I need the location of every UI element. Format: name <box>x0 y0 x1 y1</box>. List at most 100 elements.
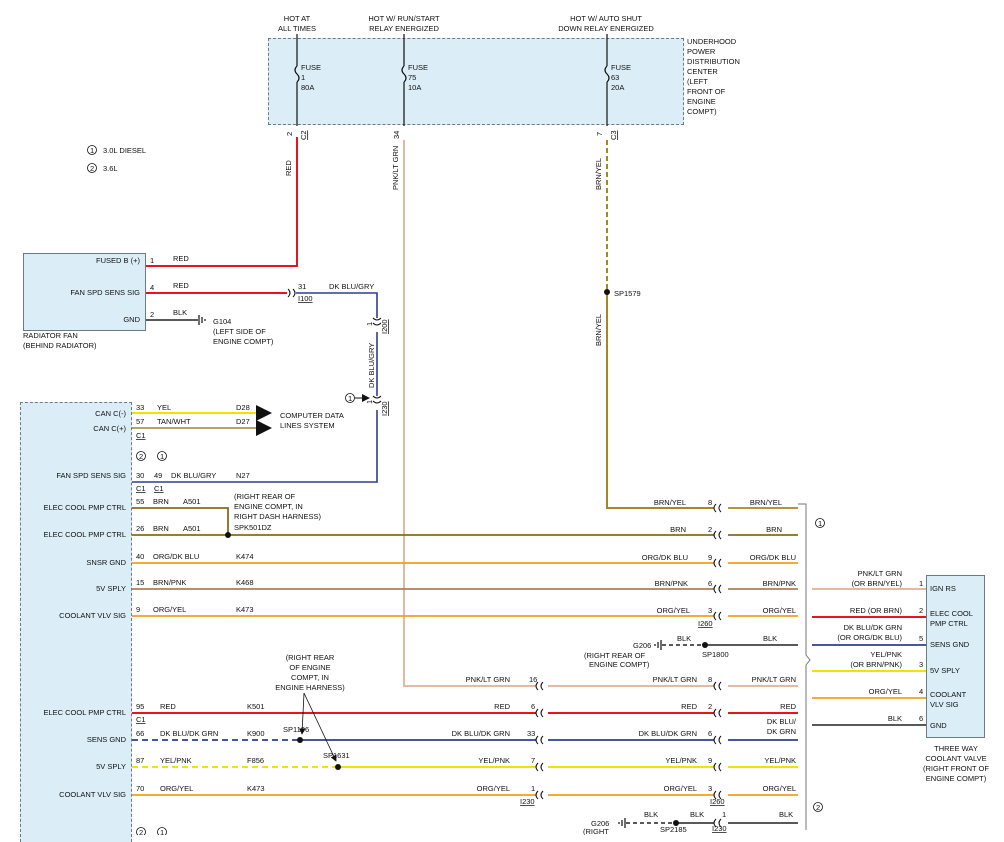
svg-text:C1: C1 <box>136 484 146 493</box>
svg-text:GND: GND <box>123 315 140 324</box>
svg-text:2: 2 <box>919 606 923 615</box>
svg-text:ORG/YEL: ORG/YEL <box>153 605 186 614</box>
svg-text:1: 1 <box>531 784 535 793</box>
svg-text:(RIGHT REAR: (RIGHT REAR <box>286 653 335 662</box>
svg-text:COMPUTER DATA: COMPUTER DATA <box>280 411 344 420</box>
svg-text:SP2185: SP2185 <box>660 825 687 834</box>
svg-text:K473: K473 <box>247 784 265 793</box>
svg-text:F856: F856 <box>247 756 264 765</box>
svg-text:40: 40 <box>136 552 144 561</box>
svg-text:FUSED B (+): FUSED B (+) <box>96 256 140 265</box>
fuse-labels: FUSE 1 80A FUSE 75 10A FUSE 63 20A <box>301 63 631 92</box>
svg-text:(RIGHT REAR OF: (RIGHT REAR OF <box>584 651 646 660</box>
svg-text:THREE WAY: THREE WAY <box>934 744 978 753</box>
svg-text:YEL: YEL <box>157 403 171 412</box>
svg-text:BLK: BLK <box>888 714 902 723</box>
svg-text:TAN/WHT: TAN/WHT <box>157 417 191 426</box>
svg-text:6: 6 <box>708 579 712 588</box>
svg-text:BRN/YEL: BRN/YEL <box>654 498 686 507</box>
hot1-line1: HOT AT <box>284 14 311 23</box>
svg-text:10A: 10A <box>408 83 421 92</box>
svg-text:COOLANT VALVE: COOLANT VALVE <box>925 754 986 763</box>
svg-text:SP1579: SP1579 <box>614 289 641 298</box>
wire-dkblu-top <box>296 292 378 318</box>
splice-dots <box>225 289 708 826</box>
svg-text:C1: C1 <box>136 715 146 724</box>
svg-text:BLK: BLK <box>644 810 658 819</box>
svg-text:DK BLU/DK GRN: DK BLU/DK GRN <box>160 729 218 738</box>
svg-text:YEL/PNK: YEL/PNK <box>870 650 902 659</box>
svg-text:ENGINE COMPT): ENGINE COMPT) <box>589 660 650 669</box>
svg-text:SENS GND: SENS GND <box>930 640 970 649</box>
svg-text:33: 33 <box>136 403 144 412</box>
radiator-fan-box <box>23 253 146 331</box>
svg-text:G206: G206 <box>633 641 651 650</box>
svg-text:1: 1 <box>365 400 374 404</box>
svg-text:ORG/DK BLU: ORG/DK BLU <box>642 553 688 562</box>
svg-text:DK BLU/GRY: DK BLU/GRY <box>171 471 216 480</box>
svg-text:DK BLU/: DK BLU/ <box>767 717 797 726</box>
svg-text:5V SPLY: 5V SPLY <box>96 584 126 593</box>
svg-text:G206: G206 <box>591 819 609 828</box>
svg-text:GND: GND <box>930 721 947 730</box>
svg-text:(OR ORG/DK BLU): (OR ORG/DK BLU) <box>837 633 902 642</box>
svg-text:DK BLU/GRY: DK BLU/GRY <box>367 343 376 388</box>
svg-text:5V SPLY: 5V SPLY <box>930 666 960 675</box>
svg-text:BLK: BLK <box>677 634 691 643</box>
svg-text:1: 1 <box>301 73 305 82</box>
svg-text:8: 8 <box>708 675 712 684</box>
svg-text:ENGINE: ENGINE <box>687 97 716 106</box>
svg-text:1: 1 <box>90 146 94 155</box>
svg-text:2: 2 <box>708 702 712 711</box>
svg-text:A501: A501 <box>183 524 201 533</box>
svg-text:RED: RED <box>173 254 189 263</box>
svg-text:4: 4 <box>150 283 154 292</box>
svg-text:CENTER: CENTER <box>687 67 718 76</box>
pdc-label: UNDERHOOD POWER DISTRIBUTION CENTER (LEF… <box>687 37 740 116</box>
hot2-line2: RELAY ENERGIZED <box>369 24 439 33</box>
lower-labels: PNK/LT GRN 16 RED 6 DK BLU/DK GRN 33 YEL… <box>275 653 823 835</box>
svg-text:2: 2 <box>150 310 154 319</box>
svg-text:VLV SIG: VLV SIG <box>930 700 959 709</box>
svg-text:G104: G104 <box>213 317 231 326</box>
pdc-bus <box>294 34 610 126</box>
svg-text:9: 9 <box>708 553 712 562</box>
svg-text:57: 57 <box>136 417 144 426</box>
wire-brn-55 <box>132 507 229 535</box>
svg-text:87: 87 <box>136 756 144 765</box>
svg-text:6: 6 <box>919 714 923 723</box>
fuse2-label: FUSE <box>408 63 428 72</box>
hot3-line2: DOWN RELAY ENERGIZED <box>558 24 654 33</box>
svg-text:6: 6 <box>531 702 535 711</box>
svg-text:K900: K900 <box>247 729 265 738</box>
wire-red-fused-b <box>146 137 298 267</box>
valve-labels: PNK/LT GRN (OR BRN/YEL) 1 IGN RS RED (OR… <box>837 569 989 783</box>
pcm-box <box>20 402 132 842</box>
svg-text:(RIGHT REAR OF: (RIGHT REAR OF <box>234 492 296 501</box>
svg-text:9: 9 <box>136 605 140 614</box>
svg-text:3: 3 <box>919 660 923 669</box>
svg-text:ORG/YEL: ORG/YEL <box>763 606 796 615</box>
connector-glyphs <box>287 288 722 828</box>
svg-text:ORG/YEL: ORG/YEL <box>763 784 796 793</box>
svg-text:PMP CTRL: PMP CTRL <box>930 619 968 628</box>
svg-text:(RIGHT FRONT OF: (RIGHT FRONT OF <box>923 764 989 773</box>
svg-text:SPK501DZ: SPK501DZ <box>234 523 272 532</box>
svg-text:A501: A501 <box>183 497 201 506</box>
svg-text:DK BLU/DK GRN: DK BLU/DK GRN <box>844 623 902 632</box>
svg-text:YEL/PNK: YEL/PNK <box>478 756 510 765</box>
svg-text:2: 2 <box>708 525 712 534</box>
svg-text:BRN/YEL: BRN/YEL <box>750 498 782 507</box>
svg-text:2: 2 <box>90 164 94 173</box>
svg-text:N27: N27 <box>236 471 250 480</box>
pdc-hot-labels: HOT AT ALL TIMES HOT W/ RUN/START RELAY … <box>278 14 654 33</box>
svg-text:CAN C(+): CAN C(+) <box>93 424 126 433</box>
wire-dkblu-pcm <box>132 410 378 483</box>
svg-text:7: 7 <box>595 132 604 136</box>
svg-text:ORG/YEL: ORG/YEL <box>477 784 510 793</box>
svg-text:COOLANT VLV SIG: COOLANT VLV SIG <box>59 611 126 620</box>
svg-text:C1: C1 <box>136 431 146 440</box>
svg-text:95: 95 <box>136 702 144 711</box>
fuse3-label: FUSE <box>611 63 631 72</box>
svg-text:BRN: BRN <box>670 525 686 534</box>
